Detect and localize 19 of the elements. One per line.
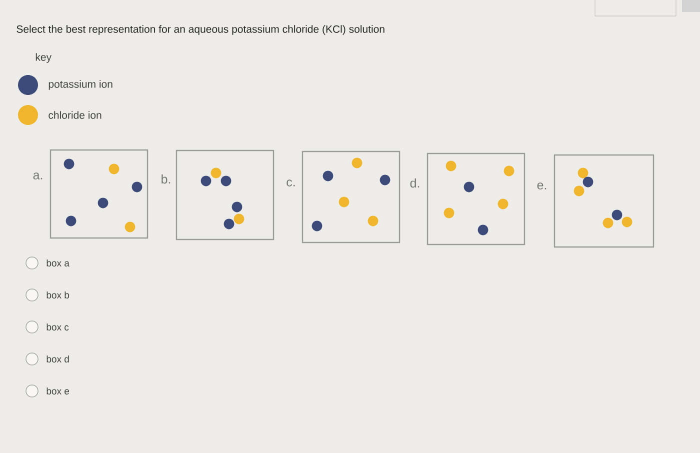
particle-box [426, 152, 526, 246]
question-text: Select the best representation for an aqueous potassium chloride (KCl) solution [16, 25, 384, 35]
answer-option: box c [46, 324, 69, 330]
answer-option: box b [46, 292, 70, 298]
answer-option: box d [46, 356, 69, 362]
box-letter: b. [162, 174, 170, 184]
box-letter: a. [33, 172, 42, 180]
box-letter: c. [286, 180, 295, 186]
particle-box [302, 150, 400, 244]
particle-box [554, 154, 654, 248]
key-heading: key [36, 53, 52, 63]
particle-box [50, 149, 148, 239]
legend-label: chloride ion [48, 111, 102, 119]
legend-label: potassium ion [48, 80, 112, 90]
answer-option: box e [46, 388, 69, 394]
box-letter: e. [537, 182, 546, 190]
box-letter: d. [410, 178, 420, 188]
particle-box [176, 150, 274, 240]
answer-option: box a [46, 260, 70, 266]
